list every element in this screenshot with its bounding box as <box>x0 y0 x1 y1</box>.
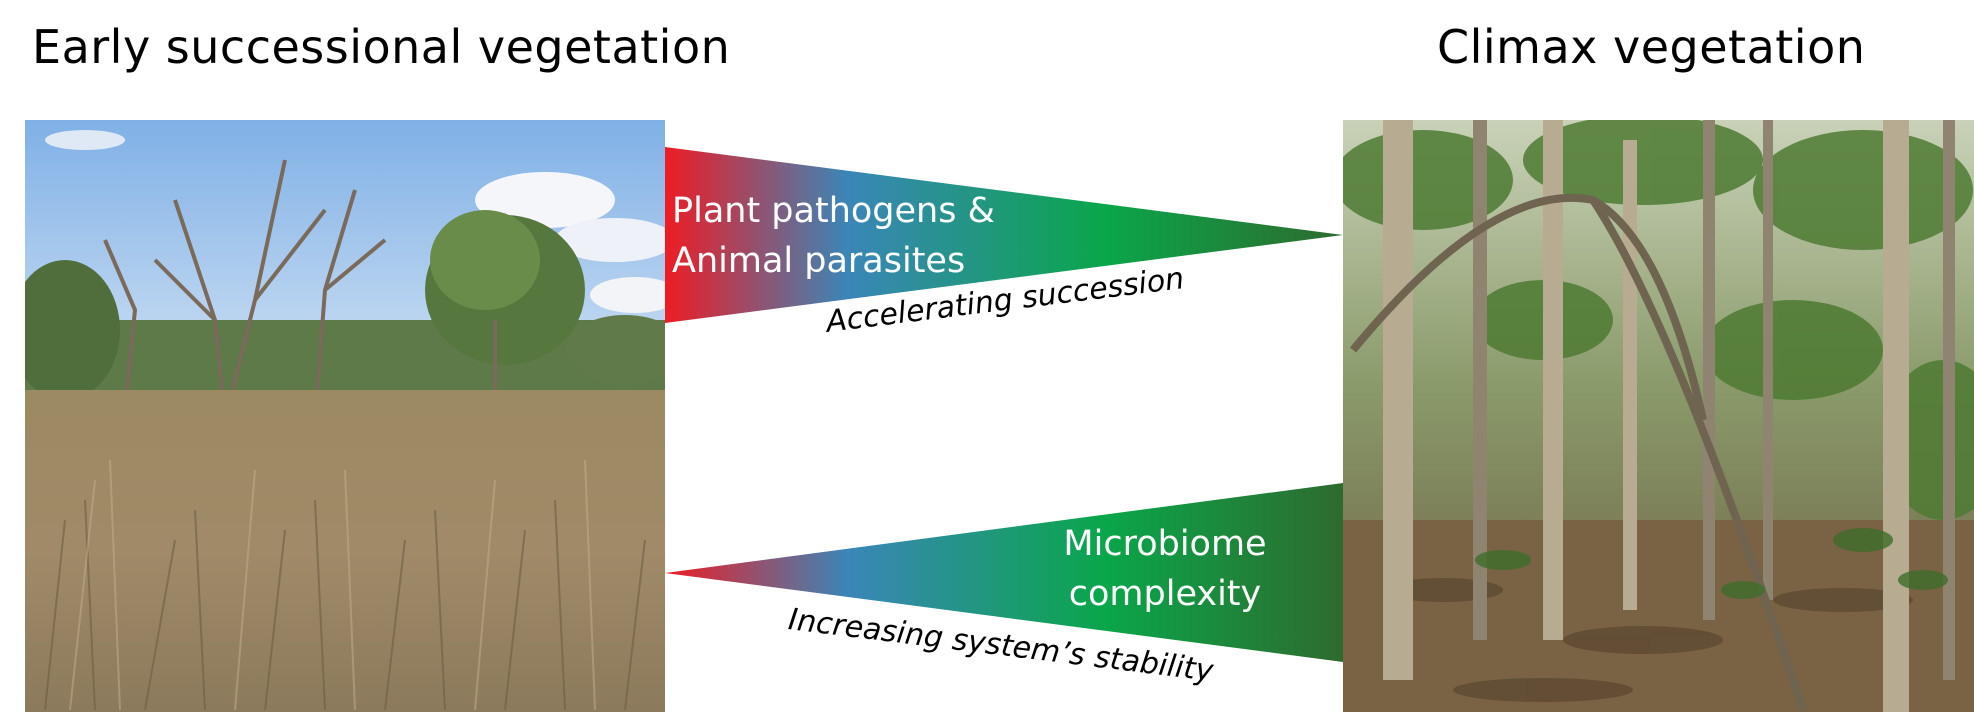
microbiome-label: Microbiome complexity <box>1040 519 1290 619</box>
pathogens-label-line2: Animal parasites <box>672 241 966 281</box>
savanna-illustration <box>25 120 665 712</box>
microbiome-label-line2: complexity <box>1068 574 1262 614</box>
pathogens-wedge <box>665 147 1343 323</box>
forest-illustration <box>1343 120 1974 712</box>
pathogens-label: Plant pathogens & Animal parasites <box>672 186 995 286</box>
climax-heading: Climax vegetation <box>1437 20 1866 74</box>
savanna-photo <box>25 120 665 712</box>
early-successional-heading: Early successional vegetation <box>32 20 731 74</box>
pathogens-label-line1: Plant pathogens & <box>672 191 995 231</box>
forest-photo <box>1343 120 1974 712</box>
microbiome-label-line1: Microbiome <box>1063 524 1267 564</box>
microbiome-wedge <box>665 483 1343 662</box>
